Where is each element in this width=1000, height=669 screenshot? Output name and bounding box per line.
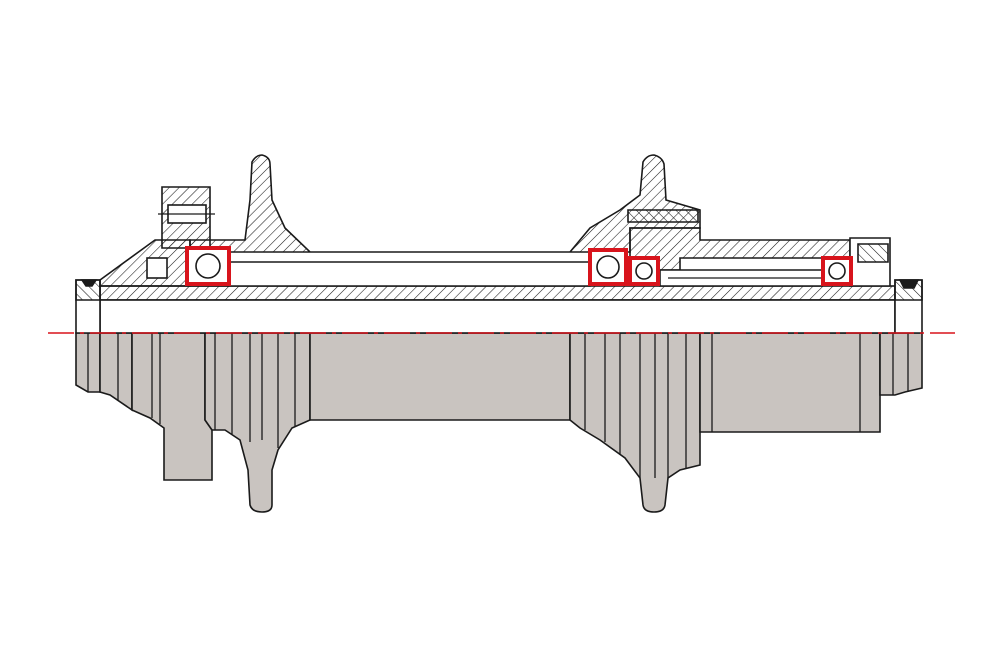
axle-section bbox=[99, 285, 896, 334]
left-end-cap-section bbox=[75, 279, 101, 334]
right-flange-exterior bbox=[569, 332, 701, 513]
right-end-cap bbox=[879, 332, 923, 396]
bearing-right-2 bbox=[628, 256, 660, 286]
bearing-right-1 bbox=[588, 248, 628, 286]
exterior-view bbox=[75, 332, 923, 513]
freehub-body-exterior bbox=[699, 332, 881, 433]
left-flange-section bbox=[99, 154, 701, 287]
bearings bbox=[185, 246, 853, 286]
left-cone bbox=[99, 332, 133, 412]
hub-shell-exterior bbox=[309, 332, 571, 421]
bearing-left bbox=[185, 246, 231, 286]
disc-mount bbox=[131, 332, 213, 481]
exterior-detail-lines bbox=[87, 333, 909, 478]
bearing-right-3 bbox=[821, 256, 853, 286]
right-end-cap-section bbox=[894, 279, 923, 334]
left-flange-exterior bbox=[204, 332, 311, 513]
